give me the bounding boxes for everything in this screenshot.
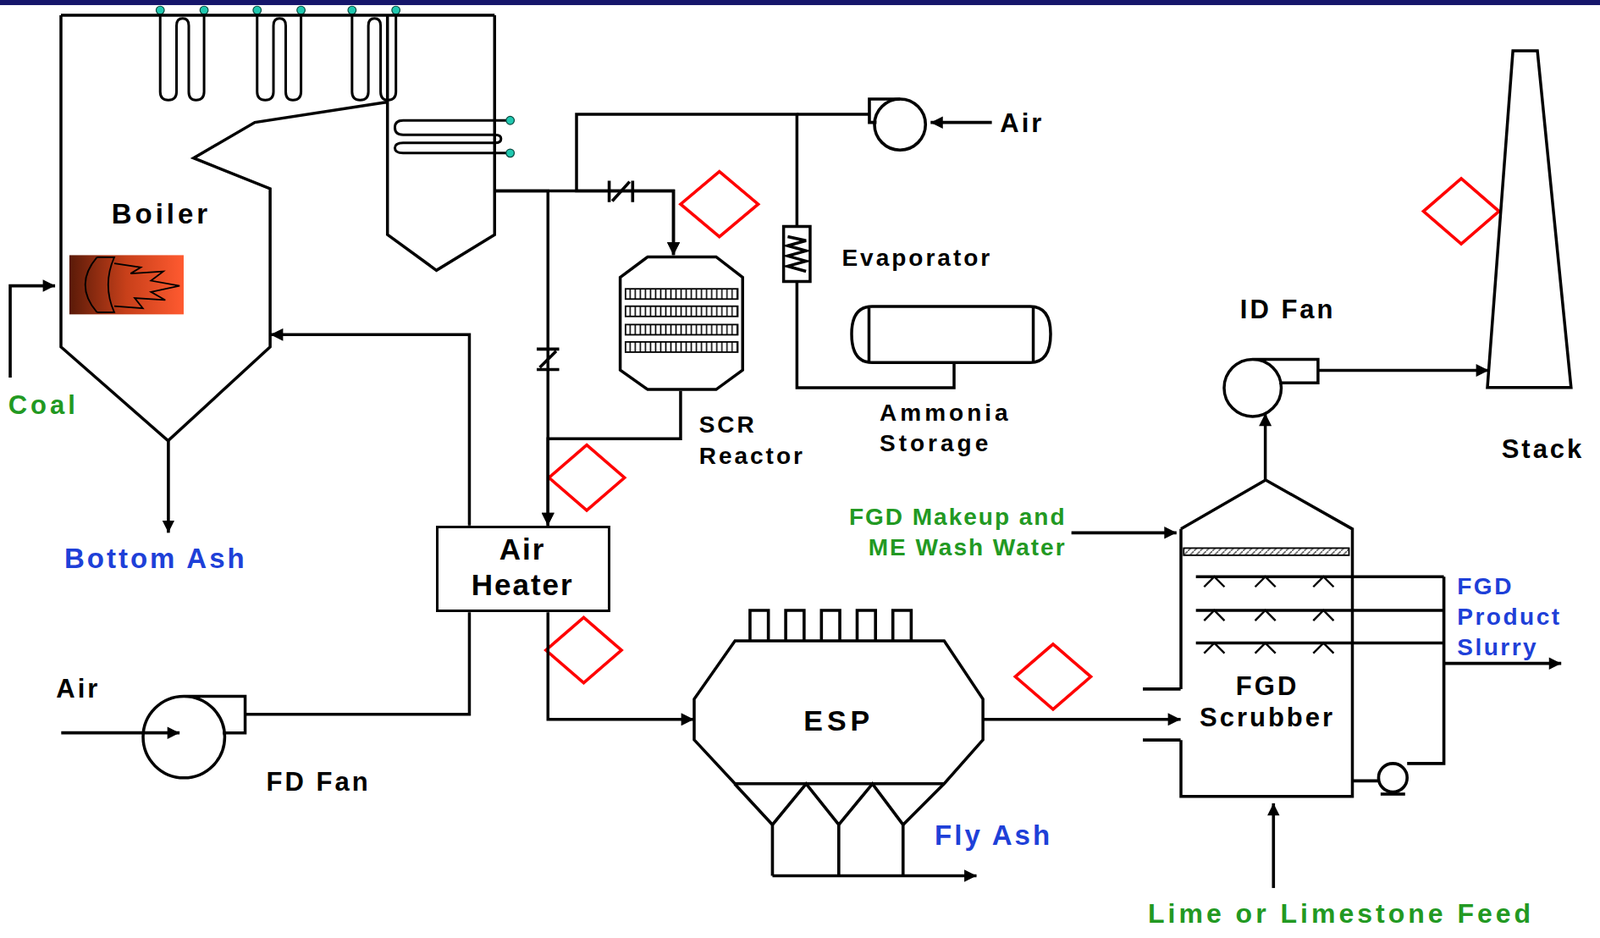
input-label: FGD Makeup and ME Wash Water	[812, 502, 1067, 564]
flue-connector	[576, 114, 797, 255]
dampers	[536, 180, 633, 370]
flue-connector	[547, 391, 681, 526]
node-label: FGD Scrubber	[1199, 670, 1336, 734]
output-label: Bottom Ash	[64, 541, 248, 576]
evaporator-outline	[780, 224, 814, 284]
fgd-scrubber: FGD Scrubber	[1180, 480, 1353, 797]
id-fan-outline	[1224, 357, 1319, 419]
inlet-label: Air	[55, 673, 100, 705]
ammonia-tank-outline	[851, 306, 1051, 363]
flue-connector	[796, 281, 955, 388]
esp-shape	[694, 640, 983, 784]
ammonia-tank: Ammonia Storage	[851, 306, 1051, 363]
fd-fan-shape	[143, 695, 246, 778]
flue-connector	[1263, 413, 1268, 480]
node-label: FD Fan	[266, 766, 371, 798]
esp: ESP	[694, 640, 983, 784]
node-label: Stack	[1501, 433, 1585, 465]
fgd-internals	[1071, 532, 1562, 889]
flue-connector	[982, 717, 1181, 722]
scr-reactor-outline	[617, 254, 745, 391]
inlet-label: Air	[999, 107, 1044, 139]
sampling-point-diamond	[546, 171, 1500, 710]
flue-connector	[495, 190, 549, 525]
id-fan: ID Fan	[1224, 357, 1319, 419]
node-label: Evaporator	[841, 243, 993, 273]
ammonia-air-blower	[796, 99, 992, 150]
feed-arrows	[10, 286, 180, 734]
scr-reactor: SCR Reactor	[617, 254, 745, 391]
stack: Stack	[1487, 50, 1572, 388]
flue-connector	[547, 612, 694, 720]
node-label: Boiler	[111, 197, 212, 232]
evaporator: Evaporator	[780, 224, 814, 284]
node-label: Air Heater	[471, 531, 574, 603]
output-label: Fly Ash	[934, 818, 1053, 853]
node-label: SCR Reactor	[699, 409, 806, 472]
flue-connector	[495, 190, 674, 255]
input-label: Coal	[8, 389, 79, 421]
stack-outline	[1487, 50, 1572, 388]
node-label: ID Fan	[1240, 293, 1336, 326]
top-bar	[0, 0, 1600, 6]
catalyst-layers	[625, 288, 739, 353]
flue-connector	[244, 612, 469, 715]
tube-headers	[155, 5, 514, 157]
node-label: Ammonia Storage	[879, 397, 1012, 460]
flue-connector	[270, 334, 469, 525]
flue-connector	[1318, 369, 1489, 373]
air-heater: Air Heater	[435, 525, 611, 613]
burner-flame	[69, 254, 184, 315]
output-label: FGD Product Slurry	[1456, 571, 1562, 664]
input-label: Lime or Limestone Feed	[1147, 899, 1534, 929]
scr-reactor-shape	[620, 257, 744, 391]
boiler: Boiler	[60, 15, 495, 442]
superheater-tubes	[160, 10, 510, 154]
id-fan-shape	[1224, 358, 1319, 416]
boiler-shape	[60, 15, 495, 442]
fgd-scrubber-shape	[1180, 480, 1353, 797]
ammonia-tank-shape	[851, 306, 1051, 363]
node-label: ESP	[803, 703, 874, 739]
fgd-scrubber-outline	[1180, 480, 1353, 797]
fd-fan: FD Fan	[137, 694, 246, 778]
fd-fan-outline	[137, 694, 246, 778]
stack-shape	[1487, 50, 1572, 388]
evaporator-shape	[783, 226, 811, 282]
